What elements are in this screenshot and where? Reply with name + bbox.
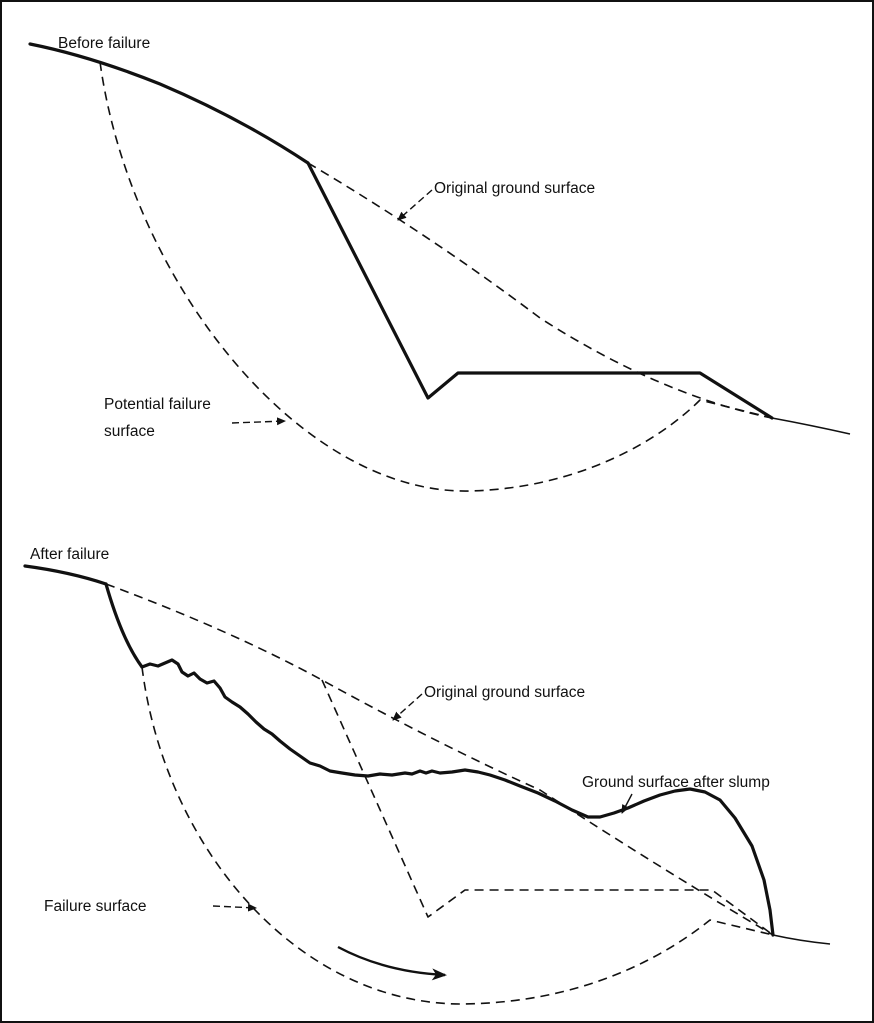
- potential-failure-label-line2: surface: [104, 423, 155, 440]
- after-failure-panel: After failure Original ground surface Gr…: [23, 546, 831, 1005]
- remaining-ground-upper: [23, 564, 108, 586]
- after-failure-title: After failure: [30, 546, 109, 563]
- original-ground-solid-upper: [28, 42, 310, 165]
- potential-failure-label-line1: Potential failure: [104, 396, 211, 413]
- original-ground-dashed-after: [105, 583, 774, 936]
- before-failure-title: Before failure: [58, 35, 150, 52]
- ground-beyond-toe-after: [772, 934, 831, 945]
- original-ground-label-top: Original ground surface: [434, 180, 595, 197]
- original-ground-leader-top: [397, 189, 433, 221]
- failure-surface-label: Failure surface: [44, 898, 147, 915]
- potential-failure-surface: [99, 61, 773, 492]
- potential-failure-leader: [231, 417, 286, 426]
- failure-surface-leader: [212, 903, 257, 912]
- failure-surface: [141, 666, 774, 1005]
- original-ground-dashed: [307, 162, 773, 419]
- ground-after-slump-label: Ground surface after slump: [582, 774, 770, 791]
- before-failure-panel: Before failure Original ground surface P…: [28, 35, 851, 492]
- rotation-arrow: [337, 945, 447, 981]
- original-ground-label-bottom: Original ground surface: [424, 684, 585, 701]
- original-ground-leader-bottom: [392, 693, 423, 721]
- former-cut-dashed: [321, 679, 774, 936]
- ground-after-slump-leader: [621, 793, 633, 814]
- excavated-cut-profile: [306, 161, 774, 420]
- ground-beyond-toe: [771, 417, 851, 435]
- ground-surface-after-slump: [140, 658, 775, 937]
- head-scarp: [104, 582, 144, 669]
